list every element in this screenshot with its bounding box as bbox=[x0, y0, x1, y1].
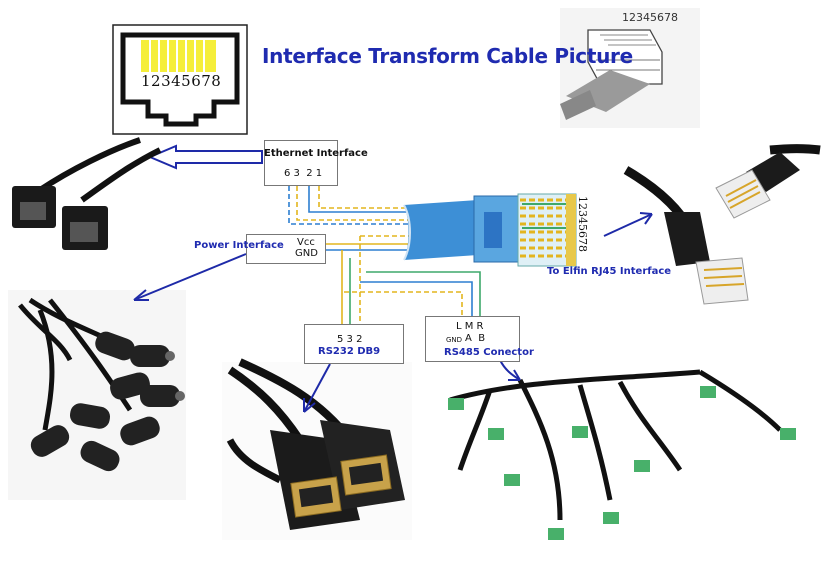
power-interface-label: Power Interface bbox=[194, 240, 284, 251]
rs485-pins-bottom: A B bbox=[465, 333, 486, 344]
rs485-box bbox=[425, 316, 520, 362]
ethernet-patch-cable-photo bbox=[623, 144, 821, 305]
elfin-arrow bbox=[603, 212, 653, 237]
rs485-label: RS485 Conector bbox=[444, 347, 534, 358]
page-title: Interface Transform Cable Picture bbox=[262, 44, 633, 68]
jack-pin-contacts bbox=[141, 40, 216, 72]
rs232-label: RS232 DB9 bbox=[318, 346, 381, 357]
rs485-gnd-label: GND bbox=[446, 336, 463, 344]
power-arrow bbox=[133, 253, 247, 301]
rs232-pin-numbers: 5 3 2 bbox=[337, 334, 363, 345]
rs485-pins-top: L M R bbox=[456, 321, 484, 332]
ethernet-interface-box bbox=[264, 140, 338, 186]
db9-cables-photo bbox=[222, 358, 412, 540]
power-cables-photo bbox=[8, 290, 186, 500]
ethernet-interface-label: Ethernet Interface bbox=[264, 148, 368, 159]
rs232-arrow bbox=[303, 363, 331, 413]
jack-pin-numbers: 12345678 bbox=[141, 72, 222, 90]
transform-cable bbox=[403, 193, 577, 267]
signal-wires bbox=[288, 186, 481, 324]
power-pin-vcc: Vcc bbox=[297, 237, 315, 248]
rj45-side-pin-numbers: 12345678 bbox=[576, 196, 589, 252]
power-interface-box bbox=[246, 234, 326, 264]
elfin-rj45-label: To Elfin RJ45 Interface bbox=[547, 266, 672, 277]
ethernet-arrow bbox=[147, 144, 263, 170]
power-pin-gnd: GND bbox=[295, 248, 318, 259]
plug-pin-numbers: 12345678 bbox=[622, 11, 678, 24]
rs485-arrow bbox=[499, 359, 521, 381]
rj45-plug-sketch bbox=[560, 8, 700, 128]
rj45-female-cables-photo bbox=[12, 137, 162, 250]
rs485-cables-photo bbox=[442, 366, 808, 554]
rj45-jack-pinout-drawing bbox=[112, 24, 248, 135]
ethernet-pin-numbers: 6 3 2 1 bbox=[284, 168, 323, 179]
rs232-box bbox=[304, 324, 404, 364]
